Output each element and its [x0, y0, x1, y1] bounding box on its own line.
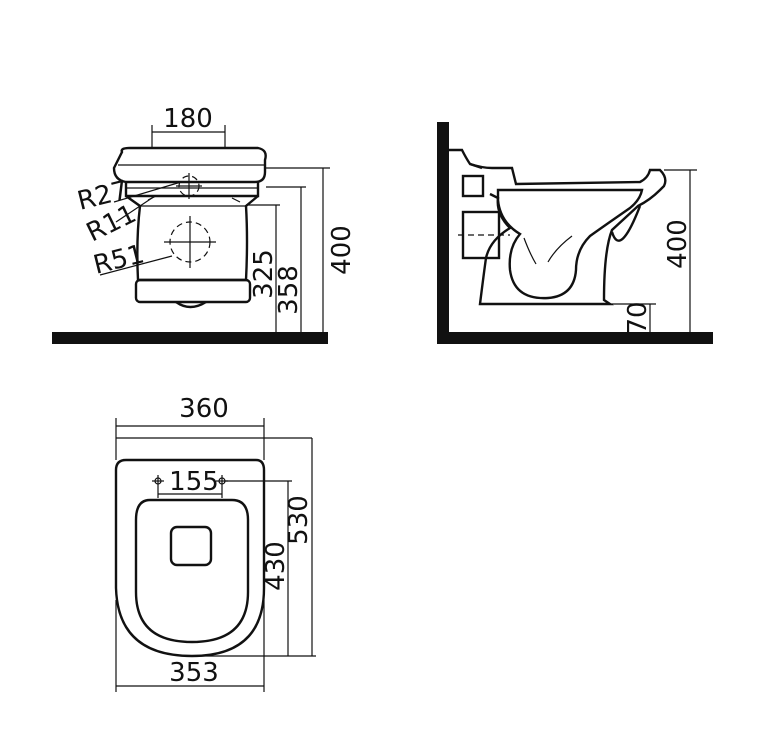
front-seat: [112, 146, 267, 184]
front-floor: [52, 332, 328, 344]
front-dim-400: 400: [327, 225, 357, 275]
side-dim-70: 70: [623, 301, 653, 334]
front-dim-325: 325: [249, 249, 279, 299]
side-pan-outline: [469, 162, 667, 306]
top-seat-inner: [134, 498, 250, 644]
front-outlet-hole: [164, 216, 216, 268]
front-view: 180 R27 R11 R51 325 358 400: [52, 104, 357, 344]
top-dim-430: 430: [261, 541, 291, 591]
top-bolt-left: [152, 475, 164, 487]
front-bolt-hole: [176, 173, 202, 199]
top-hinge-cover: [169, 525, 213, 567]
side-floor: [437, 332, 713, 344]
top-view: 155 360 353 430 530: [114, 394, 316, 692]
side-dim-400: 400: [663, 219, 693, 269]
front-dim-180: 180: [163, 104, 213, 134]
front-dim-358: 358: [274, 265, 304, 315]
top-dim-353: 353: [169, 658, 219, 688]
side-view: 400 70: [437, 122, 713, 344]
top-dim-360: 360: [179, 394, 229, 424]
side-wall: [437, 122, 449, 344]
top-dim-530: 530: [284, 495, 314, 545]
top-dim-155: 155: [169, 467, 219, 497]
